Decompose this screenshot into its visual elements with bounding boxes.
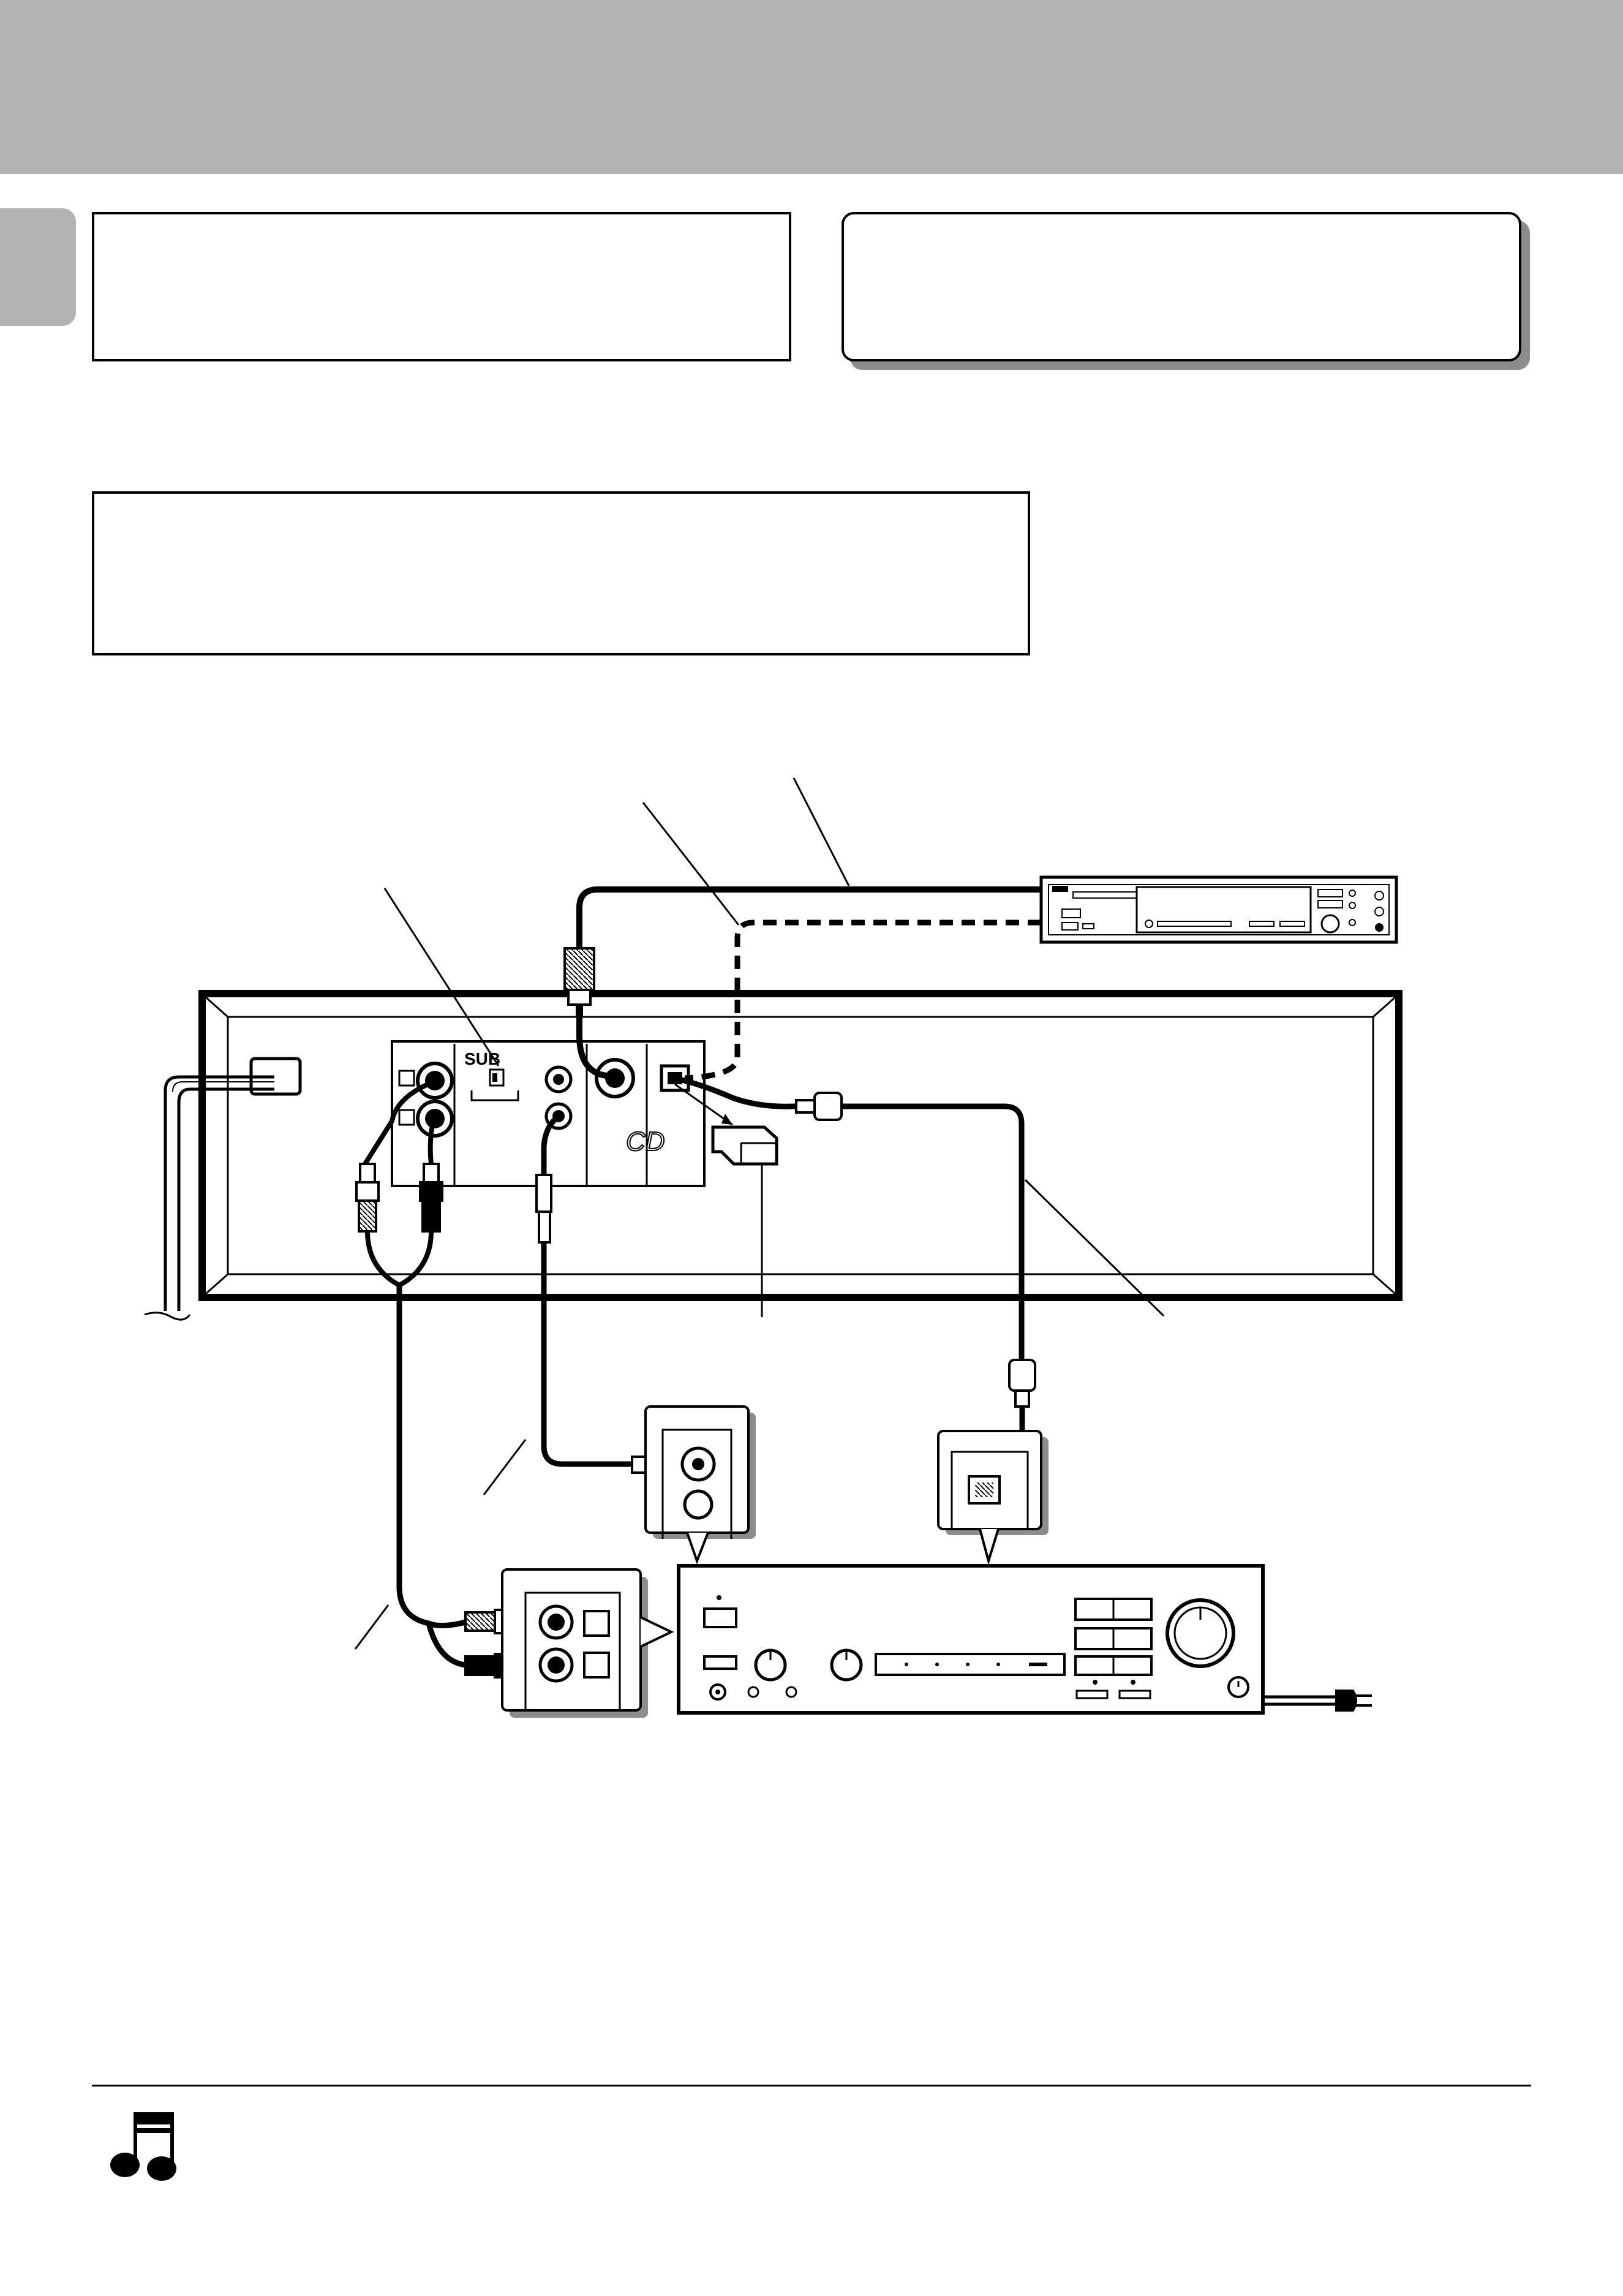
- callout-line: [642, 802, 740, 926]
- callout-line: [793, 777, 850, 886]
- amp-control-jack-callout: [644, 1405, 756, 1565]
- md-recorder: [1039, 875, 1398, 944]
- optical-dust-cap: [674, 1083, 778, 1317]
- section-tab: [0, 208, 76, 326]
- callout-line: [383, 888, 500, 1067]
- callout-line: [483, 1439, 527, 1495]
- optical-cable: [679, 1076, 1165, 1492]
- cd-player-rear-panel: SUB CD: [144, 990, 1403, 1321]
- callout-line: [1024, 1179, 1165, 1317]
- header-bar: [0, 0, 1623, 174]
- info-box-right: [842, 212, 1521, 361]
- coaxial-cable: [563, 886, 1041, 1079]
- amp-optical-jack-callout: [937, 1430, 1049, 1566]
- amplifier: [677, 1564, 1372, 1715]
- footer-rule: [92, 2085, 1531, 2086]
- music-note-icon: [110, 2112, 176, 2181]
- callout-line: [354, 1604, 390, 1650]
- cd-logo: CD: [626, 1127, 665, 1157]
- optical-cable-md: [684, 920, 1041, 1081]
- power-plug-icon: [1335, 1690, 1357, 1712]
- info-box-left: [92, 212, 791, 361]
- info-box-wide: [92, 491, 1030, 655]
- amp-analog-input-callout: [501, 1568, 674, 1718]
